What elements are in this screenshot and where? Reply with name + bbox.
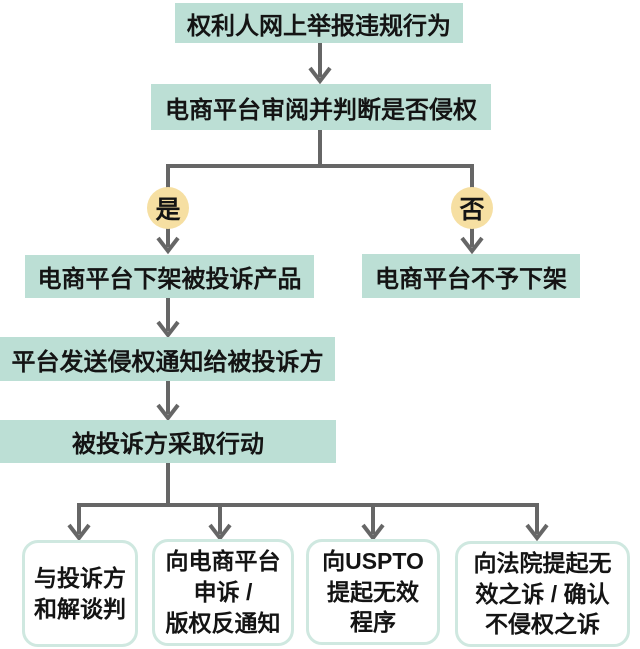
arrow-no-head bbox=[460, 236, 484, 255]
arrow-yes-head bbox=[156, 236, 180, 255]
outcome-court-lawsuit-line-2: 效之诉 / 确认 bbox=[475, 580, 610, 607]
split-branches bbox=[166, 164, 474, 247]
node-no-takedown-label: 电商平台不予下架 bbox=[375, 265, 567, 293]
outcome-platform-appeal-line-1: 向电商平台 bbox=[165, 548, 281, 575]
node-takedown-label: 电商平台下架被投诉产品 bbox=[37, 266, 302, 293]
outcome-branch-rail bbox=[77, 503, 539, 534]
arrow-report-to-review-head bbox=[308, 66, 332, 85]
decision-no-label: 否 bbox=[459, 196, 485, 224]
arrow-outcome-3-head bbox=[361, 523, 385, 542]
outcome-platform-appeal-line-2: 申诉 / bbox=[193, 579, 253, 606]
outcome-platform-appeal: 向电商平台 申诉 / 版权反通知 bbox=[152, 539, 294, 646]
node-respondent-action: 被投诉方采取行动 bbox=[0, 420, 336, 463]
outcome-uspto-invalidation-line-3: 程序 bbox=[350, 609, 396, 636]
outcome-settlement: 与投诉方 和解谈判 bbox=[22, 540, 138, 647]
arrow-outcome-1-head bbox=[67, 523, 91, 542]
node-no-takedown: 电商平台不予下架 bbox=[362, 254, 580, 298]
outcome-court-lawsuit: 向法院提起无 效之诉 / 确认 不侵权之诉 bbox=[455, 541, 630, 647]
node-infringement-notice: 平台发送侵权通知给被投诉方 bbox=[0, 337, 335, 381]
arrow-outcome-2-head bbox=[208, 523, 232, 542]
node-respondent-action-label: 被投诉方采取行动 bbox=[72, 431, 264, 458]
decision-yes-label: 是 bbox=[155, 196, 181, 224]
arrow-outcome-4-head bbox=[525, 523, 549, 542]
outcome-court-lawsuit-line-3: 不侵权之诉 bbox=[485, 611, 600, 638]
arrow-takedown-to-notice-head bbox=[156, 320, 180, 339]
outcome-uspto-invalidation-line-1: 向USPTO bbox=[322, 547, 424, 574]
decision-yes-badge: 是 bbox=[147, 187, 189, 229]
outcome-settlement-line-1: 与投诉方 bbox=[34, 564, 126, 591]
node-report-violation: 权利人网上举报违规行为 bbox=[175, 3, 463, 43]
outcome-platform-appeal-line-3: 版权反通知 bbox=[165, 609, 281, 636]
node-platform-review-label: 电商平台审阅并判断是否侵权 bbox=[165, 96, 477, 124]
outcome-uspto-invalidation-line-2: 提起无效 bbox=[327, 578, 419, 605]
outcome-uspto-invalidation: 向USPTO 提起无效 程序 bbox=[306, 539, 440, 645]
node-platform-review: 电商平台审阅并判断是否侵权 bbox=[151, 84, 491, 130]
arrow-notice-to-action-head bbox=[156, 403, 180, 422]
decision-no-badge: 否 bbox=[451, 187, 493, 229]
node-takedown: 电商平台下架被投诉产品 bbox=[25, 255, 314, 298]
node-infringement-notice-label: 平台发送侵权通知给被投诉方 bbox=[11, 348, 324, 376]
outcome-settlement-line-2: 和解谈判 bbox=[34, 595, 126, 622]
outcome-court-lawsuit-line-1: 向法院提起无 bbox=[473, 549, 612, 576]
node-report-violation-label: 权利人网上举报违规行为 bbox=[187, 12, 451, 40]
